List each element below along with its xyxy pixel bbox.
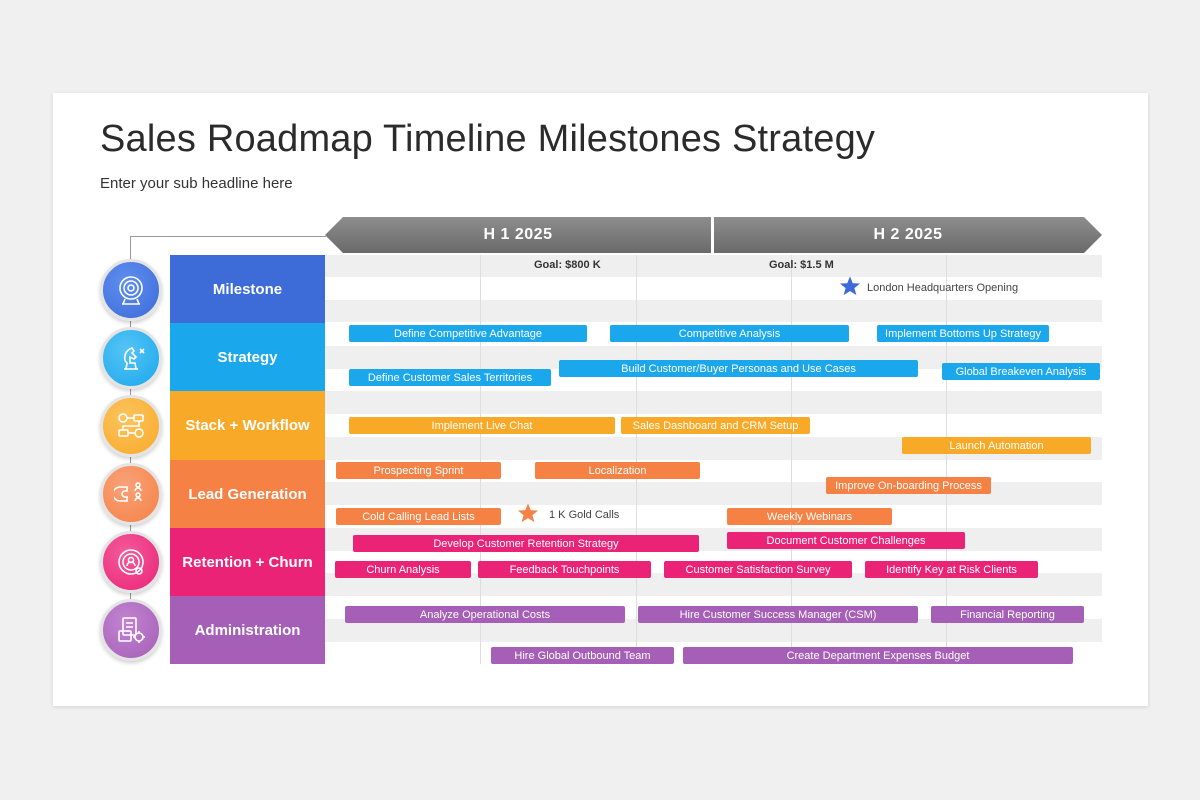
task-bar: Develop Customer Retention Strategy	[353, 535, 699, 552]
task-bar: Improve On-boarding Process	[826, 477, 991, 494]
connector-line-top	[130, 236, 326, 237]
task-bar: Define Customer Sales Territories	[349, 369, 551, 386]
task-bar: Define Competitive Advantage	[349, 325, 587, 342]
task-bar: Competitive Analysis	[610, 325, 849, 342]
task-bar: Cold Calling Lead Lists	[336, 508, 501, 525]
chess-knight-icon	[100, 327, 162, 389]
task-bar: Feedback Touchpoints	[478, 561, 651, 578]
phase-h2: H 2 2025	[714, 217, 1102, 253]
category-retention-churn: Retention + Churn	[170, 528, 325, 596]
star-icon	[517, 503, 539, 523]
task-bar: Implement Bottoms Up Strategy	[877, 325, 1049, 342]
target-icon	[100, 259, 162, 321]
user-retention-icon	[100, 531, 162, 593]
task-bar: Global Breakeven Analysis	[942, 363, 1100, 380]
task-bar: Identify Key at Risk Clients	[865, 561, 1038, 578]
star-icon	[839, 276, 861, 296]
milestone-london: London Headquarters Opening	[867, 282, 1019, 294]
task-bar: Hire Customer Success Manager (CSM)	[638, 606, 918, 623]
task-bar: Implement Live Chat	[349, 417, 615, 434]
timeline-grid	[325, 255, 1102, 664]
page-subtitle: Enter your sub headline here	[100, 175, 293, 192]
goal-h1: Goal: $800 K	[534, 259, 601, 271]
category-administration: Administration	[170, 596, 325, 664]
phase-h1: H 1 2025	[325, 217, 711, 253]
page-title: Sales Roadmap Timeline Milestones Strate…	[100, 118, 876, 160]
task-bar: Create Department Expenses Budget	[683, 647, 1073, 664]
goal-h2: Goal: $1.5 M	[769, 259, 834, 271]
task-bar: Hire Global Outbound Team	[491, 647, 674, 664]
magnet-icon	[100, 463, 162, 525]
category-stack-workflow: Stack + Workflow	[170, 391, 325, 460]
task-bar: Financial Reporting	[931, 606, 1084, 623]
category-lead-generation: Lead Generation	[170, 460, 325, 528]
category-strategy: Strategy	[170, 323, 325, 391]
task-bar: Sales Dashboard and CRM Setup	[621, 417, 810, 434]
milestone-gold-calls: 1 K Gold Calls	[549, 509, 620, 521]
task-bar: Prospecting Sprint	[336, 462, 501, 479]
task-bar: Churn Analysis	[335, 561, 471, 578]
task-bar: Document Customer Challenges	[727, 532, 965, 549]
workflow-icon	[100, 395, 162, 457]
task-bar: Analyze Operational Costs	[345, 606, 625, 623]
document-gear-icon	[100, 599, 162, 661]
task-bar: Weekly Webinars	[727, 508, 892, 525]
task-bar: Customer Satisfaction Survey	[664, 561, 852, 578]
category-milestone: Milestone	[170, 255, 325, 323]
task-bar: Build Customer/Buyer Personas and Use Ca…	[559, 360, 918, 377]
task-bar: Localization	[535, 462, 700, 479]
task-bar: Launch Automation	[902, 437, 1091, 454]
